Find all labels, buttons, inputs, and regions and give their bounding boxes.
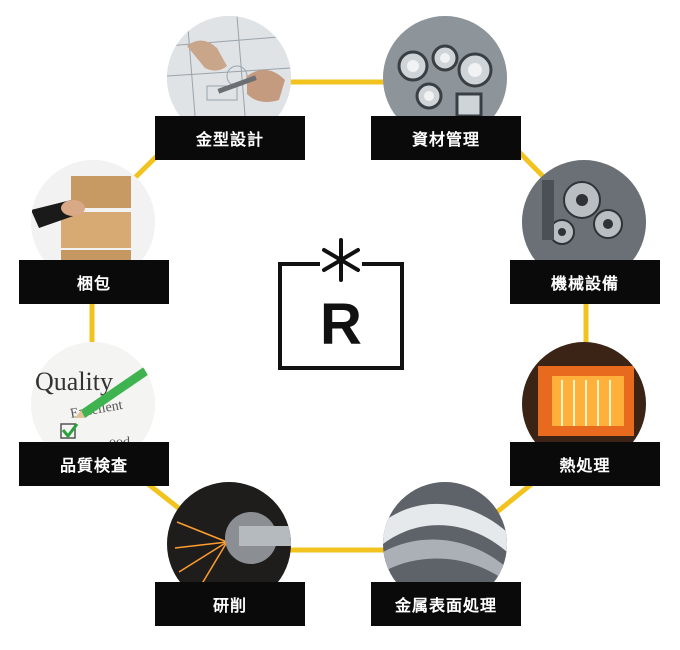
step-machinery: 機械設備 xyxy=(510,160,660,310)
step-label: 品質検査 xyxy=(19,442,169,486)
design-drawing-photo xyxy=(167,16,291,140)
step-quality-inspection: Quality Excellent ood 品質検査 xyxy=(19,342,169,492)
step-label: 金属表面処理 xyxy=(371,582,521,626)
step-packing: 梱包 xyxy=(19,160,169,310)
step-surface-treatment: 金属表面処理 xyxy=(371,482,521,632)
company-logo: R xyxy=(278,238,404,370)
quality-word: Quality xyxy=(35,367,113,396)
logo-letter: R xyxy=(320,292,362,357)
step-label: 機械設備 xyxy=(510,260,660,304)
step-label: 金型設計 xyxy=(155,116,305,160)
step-label: 熱処理 xyxy=(510,442,660,486)
step-grinding: 研削 xyxy=(155,482,305,632)
step-label: 研削 xyxy=(155,582,305,626)
step-materials: 資材管理 xyxy=(371,16,521,166)
step-mold-design: 金型設計 xyxy=(155,16,305,166)
step-label: 資材管理 xyxy=(371,116,521,160)
step-heat-treatment: 熱処理 xyxy=(510,342,660,492)
step-label: 梱包 xyxy=(19,260,169,304)
